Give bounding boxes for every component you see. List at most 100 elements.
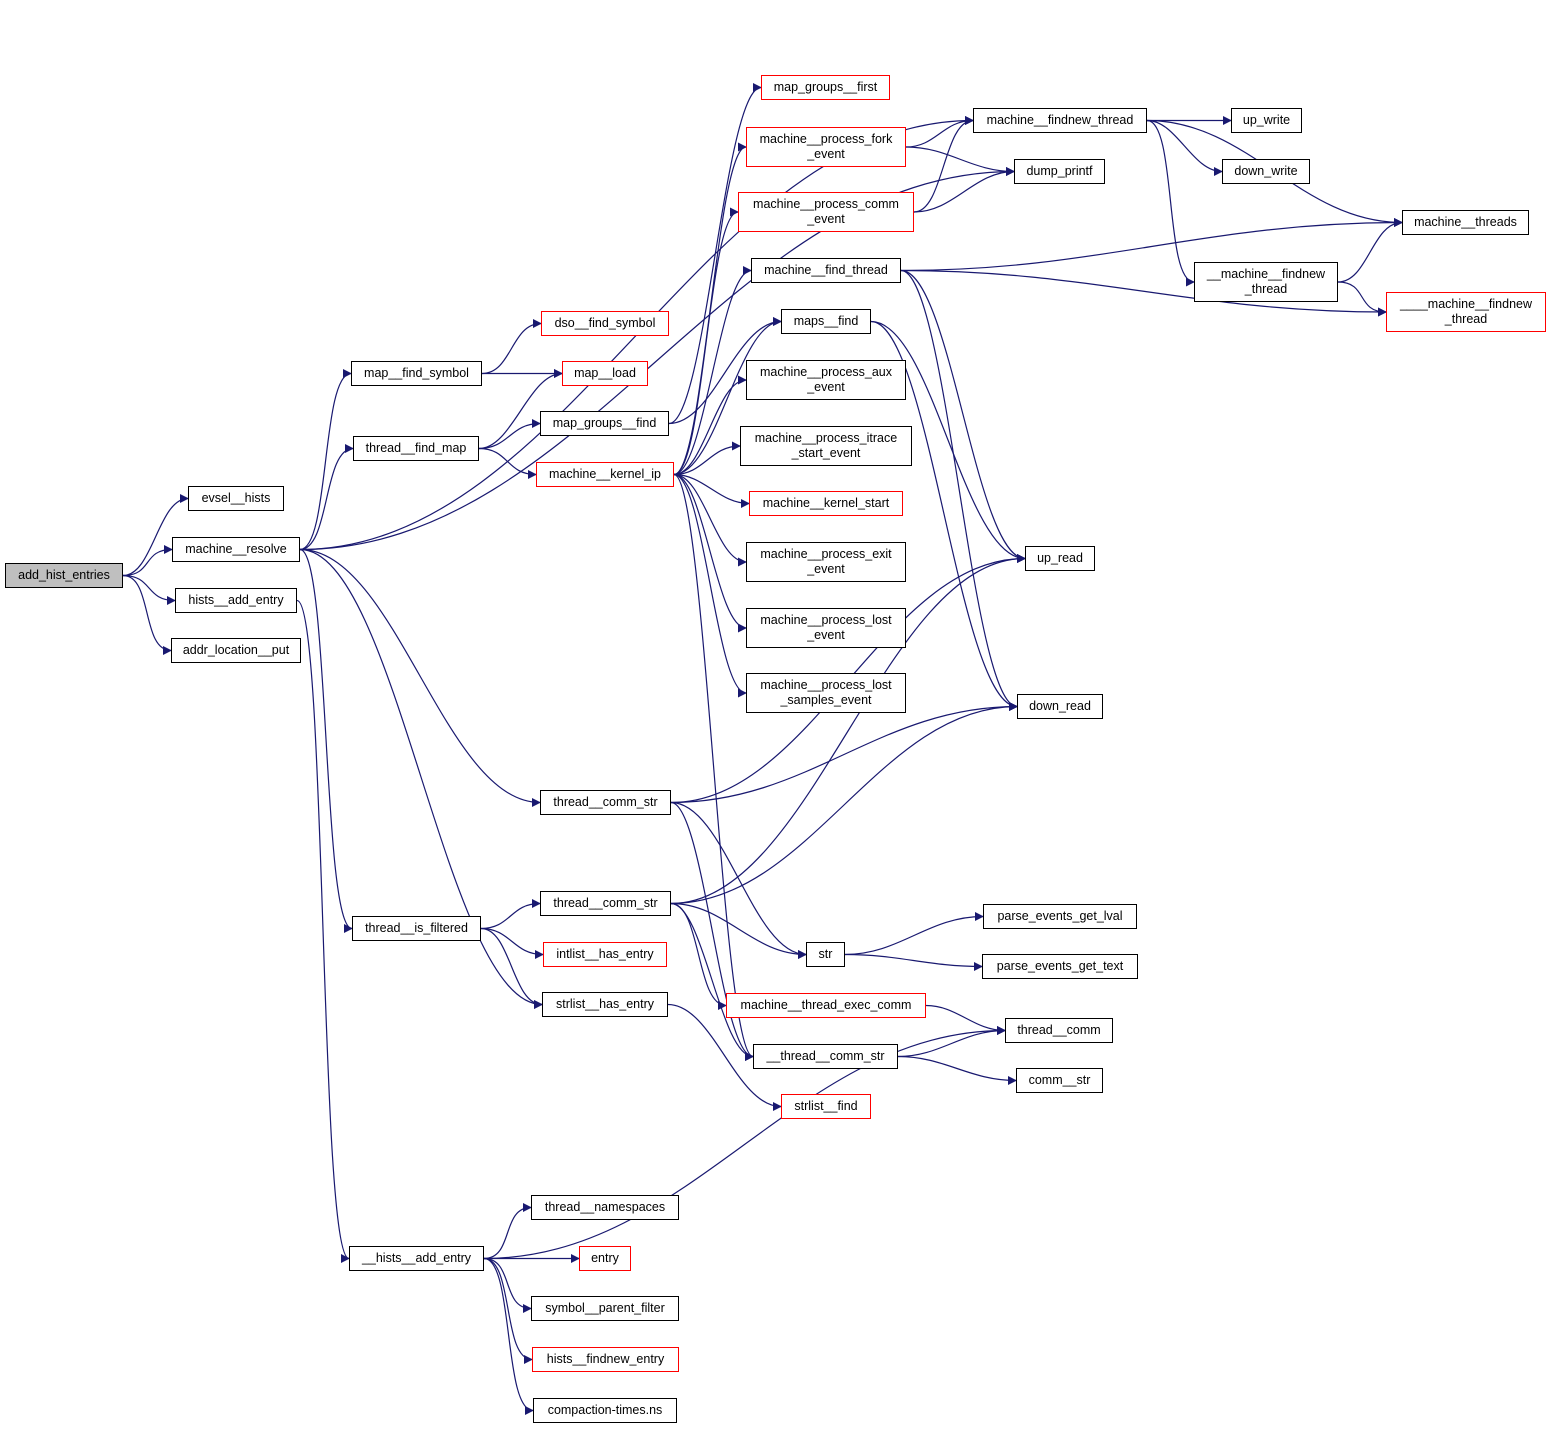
node-machine-process-exit-event[interactable]: machine__process_exit _event — [746, 542, 906, 582]
node-thread-find-map[interactable]: thread__find_map — [353, 436, 479, 461]
edge-maps-find-to-up-read — [870, 320, 1026, 563]
edge-str-to-parse-events-get-lval — [844, 912, 984, 956]
edge-machine-kernel-ip-to-machine-process-exit-event — [673, 473, 747, 567]
node-thread-comm-str-b[interactable]: thread__comm_str — [540, 891, 671, 916]
edge-thread-comm-str-a-to-thread-comm-str — [670, 801, 754, 1061]
edge-maps-find-to-down-read — [870, 320, 1018, 711]
edge-str-to-parse-events-get-text — [844, 953, 983, 971]
edge-thread-find-map-to-map-groups-find — [478, 419, 541, 450]
node-parse-events-get-lval[interactable]: parse_events_get_lval — [983, 904, 1137, 929]
edge-hists-add-entry-to-thread-namespaces — [483, 1203, 532, 1260]
node-machine-kernel-start[interactable]: machine__kernel_start — [749, 491, 903, 516]
node-hists-add-entry[interactable]: __hists__add_entry — [349, 1246, 484, 1271]
node-parse-events-get-text[interactable]: parse_events_get_text — [982, 954, 1138, 979]
edge-machine-kernel-ip-to-machine-find-thread — [673, 266, 752, 476]
edge-thread-is-filtered-to-strlist-has-entry — [480, 927, 543, 1009]
node-machine-findnew-thread[interactable]: ____machine__findnew _thread — [1386, 292, 1546, 332]
edge-machine-kernel-ip-to-thread-comm-str — [673, 473, 754, 1061]
node-thread-comm-str[interactable]: __thread__comm_str — [753, 1044, 898, 1069]
node-machine-findnew-thread[interactable]: __machine__findnew _thread — [1194, 262, 1338, 302]
edge-strlist-has-entry-to-strlist-find — [667, 1003, 782, 1111]
node-comm-str[interactable]: comm__str — [1016, 1068, 1103, 1093]
edge-hists-add-entry-to-hists-add-entry — [296, 599, 350, 1263]
node-machine-findnew-thread[interactable]: machine__findnew_thread — [973, 108, 1147, 133]
node-entry[interactable]: entry — [579, 1246, 631, 1271]
edge-add-hist-entries-to-addr-location-put — [122, 574, 172, 655]
node-machine-process-itrace-start-event[interactable]: machine__process_itrace _start_event — [740, 426, 912, 466]
node-down-read[interactable]: down_read — [1017, 694, 1103, 719]
node-machine-threads[interactable]: machine__threads — [1402, 210, 1529, 235]
node-strlist-has-entry[interactable]: strlist__has_entry — [542, 992, 668, 1017]
node-machine-process-comm-event[interactable]: machine__process_comm _event — [738, 192, 914, 232]
edge-machine-findnew-thread-to-machine-threads — [1337, 218, 1403, 283]
edge-machine-find-thread-to-down-read — [900, 269, 1018, 711]
node-add-hist-entries: add_hist_entries — [5, 563, 123, 588]
edge-add-hist-entries-to-hists-add-entry — [122, 574, 176, 605]
node-hists-findnew-entry[interactable]: hists__findnew_entry — [532, 1347, 679, 1372]
node-down-write[interactable]: down_write — [1222, 159, 1310, 184]
node-up-write[interactable]: up_write — [1231, 108, 1302, 133]
node-strlist-find[interactable]: strlist__find — [781, 1094, 871, 1119]
node-symbol-parent-filter[interactable]: symbol__parent_filter — [531, 1296, 679, 1321]
node-map-groups-first[interactable]: map_groups__first — [761, 75, 890, 100]
node-compaction-times-ns[interactable]: compaction-times.ns — [533, 1398, 677, 1423]
node-machine-process-aux-event[interactable]: machine__process_aux _event — [746, 360, 906, 400]
edge-machine-kernel-ip-to-machine-process-lost-event — [673, 473, 747, 633]
edge-thread-comm-str-to-thread-comm — [897, 1026, 1006, 1058]
node-hists-add-entry[interactable]: hists__add_entry — [175, 588, 297, 613]
edge-hists-add-entry-to-thread-comm — [483, 1026, 1006, 1260]
node-machine-process-lost-event[interactable]: machine__process_lost _event — [746, 608, 906, 648]
node-maps-find[interactable]: maps__find — [781, 309, 871, 334]
edge-machine-kernel-ip-to-machine-process-comm-event — [673, 207, 739, 476]
edge-thread-is-filtered-to-intlist-has-entry — [480, 927, 544, 959]
edge-thread-comm-str-b-to-thread-comm-str — [670, 902, 754, 1061]
node-machine-thread-exec-comm[interactable]: machine__thread_exec_comm — [726, 993, 926, 1018]
node-intlist-has-entry[interactable]: intlist__has_entry — [543, 942, 667, 967]
node-machine-process-lost-samples-event[interactable]: machine__process_lost _samples_event — [746, 673, 906, 713]
node-evsel-hists[interactable]: evsel__hists — [188, 486, 284, 511]
node-dump-printf[interactable]: dump_printf — [1014, 159, 1105, 184]
node-map-find-symbol[interactable]: map__find_symbol — [351, 361, 482, 386]
node-addr-location-put[interactable]: addr_location__put — [171, 638, 301, 663]
edge-thread-comm-str-b-to-up-read — [670, 554, 1026, 905]
node-thread-comm[interactable]: thread__comm — [1005, 1018, 1113, 1043]
edge-machine-process-comm-event-to-dump-printf — [913, 167, 1015, 213]
edge-machine-resolve-to-strlist-has-entry — [299, 548, 543, 1009]
node-thread-namespaces[interactable]: thread__namespaces — [531, 1195, 679, 1220]
edge-machine-kernel-ip-to-machine-process-itrace-start-event — [673, 441, 741, 476]
node-up-read[interactable]: up_read — [1025, 546, 1095, 571]
edge-map-groups-find-to-map-groups-first — [668, 83, 762, 425]
node-thread-comm-str-a[interactable]: thread__comm_str — [540, 790, 671, 815]
edge-machine-resolve-to-map-find-symbol — [299, 369, 352, 551]
edge-machine-find-thread-to-up-read — [900, 269, 1026, 563]
edge-machine-resolve-to-thread-is-filtered — [299, 548, 353, 933]
edge-thread-find-map-to-machine-kernel-ip — [478, 447, 537, 479]
edge-map-find-symbol-to-dso-find-symbol — [481, 319, 542, 375]
node-map-groups-find[interactable]: map_groups__find — [540, 411, 669, 436]
edge-machine-process-fork-event-to-dump-printf — [905, 146, 1015, 176]
edge-add-hist-entries-to-machine-resolve — [122, 545, 173, 577]
edge-machine-findnew-thread-to-machine-findnew-thread — [1146, 119, 1195, 287]
edge-machine-find-thread-to-machine-findnew-thread — [900, 269, 1387, 317]
edge-map-groups-find-to-maps-find — [668, 317, 782, 425]
node-map-load[interactable]: map__load — [562, 361, 648, 386]
edge-machine-find-thread-to-machine-threads — [900, 218, 1403, 272]
node-dso-find-symbol[interactable]: dso__find_symbol — [541, 311, 669, 336]
node-machine-process-fork-event[interactable]: machine__process_fork _event — [746, 127, 906, 167]
edge-add-hist-entries-to-evsel-hists — [122, 494, 189, 577]
edge-machine-kernel-ip-to-machine-process-aux-event — [673, 375, 747, 476]
edge-thread-comm-str-b-to-str — [670, 902, 807, 959]
edge-thread-comm-str-a-to-str — [670, 801, 807, 959]
edge-hists-add-entry-to-hists-findnew-entry — [483, 1257, 533, 1364]
node-str[interactable]: str — [806, 942, 845, 967]
edge-machine-thread-exec-comm-to-thread-comm — [925, 1004, 1006, 1035]
edge-thread-comm-str-a-to-down-read — [670, 702, 1018, 804]
edge-machine-process-comm-event-to-machine-findnew-thread — [913, 116, 974, 213]
node-machine-resolve[interactable]: machine__resolve — [172, 537, 300, 562]
edge-machine-findnew-thread-to-down-write — [1146, 119, 1223, 176]
node-thread-is-filtered[interactable]: thread__is_filtered — [352, 916, 481, 941]
node-machine-kernel-ip[interactable]: machine__kernel_ip — [536, 462, 674, 487]
node-machine-find-thread[interactable]: machine__find_thread — [751, 258, 901, 283]
edge-thread-find-map-to-map-load — [478, 369, 563, 450]
